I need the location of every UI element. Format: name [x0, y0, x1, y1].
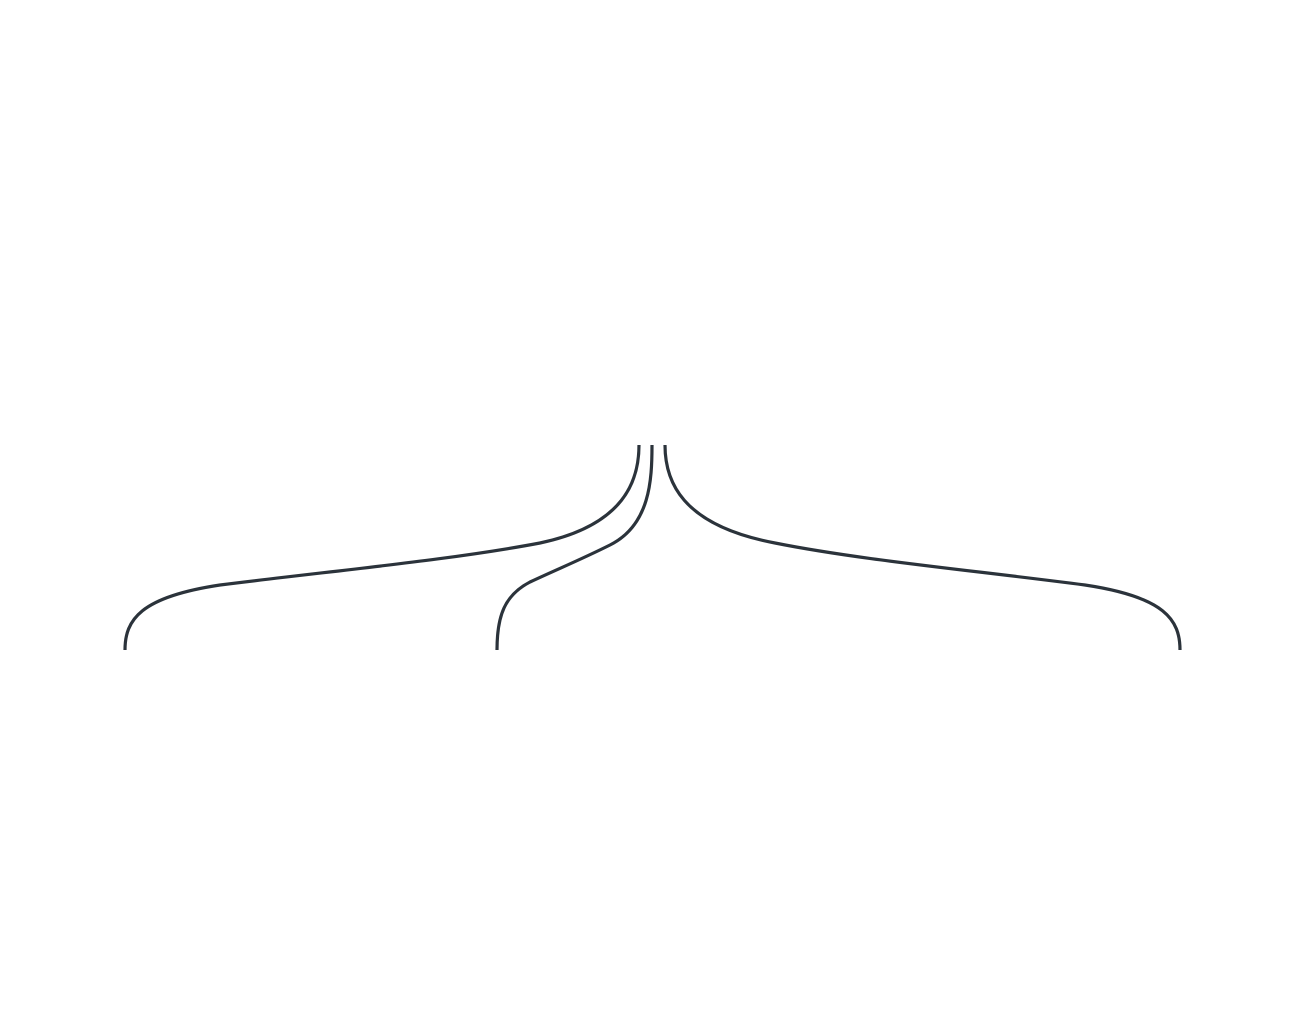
connector-middle-branch [495, 444, 654, 651]
connector-group [123, 444, 1182, 651]
connector-left-branch [123, 444, 641, 651]
connector-right-branch [663, 444, 1182, 651]
